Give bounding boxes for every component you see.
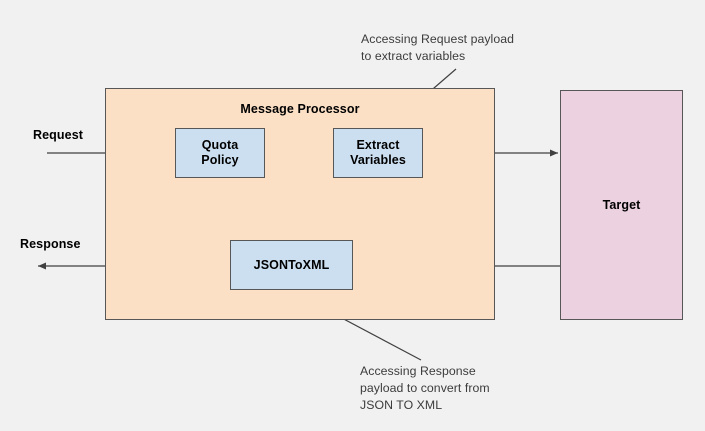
extract-variables-label: Extract Variables [350, 138, 406, 167]
annotation-request-payload: Accessing Request payload to extract var… [361, 32, 515, 63]
message-processor-label: Message Processor [240, 102, 360, 116]
node-extract-variables[interactable]: Extract Variables [333, 128, 423, 178]
node-jsontoxml[interactable]: JSONToXML [230, 240, 353, 290]
annotation-response-payload: Accessing Response payload to convert fr… [360, 364, 490, 412]
jsontoxml-label: JSONToXML [253, 257, 330, 272]
quota-policy-label: Quota Policy [201, 138, 239, 167]
response-edge-label: Response [20, 237, 81, 251]
request-edge-label: Request [33, 128, 84, 142]
node-quota-policy[interactable]: Quota Policy [175, 128, 265, 178]
node-target[interactable]: Target [560, 90, 683, 320]
target-label: Target [602, 197, 641, 212]
